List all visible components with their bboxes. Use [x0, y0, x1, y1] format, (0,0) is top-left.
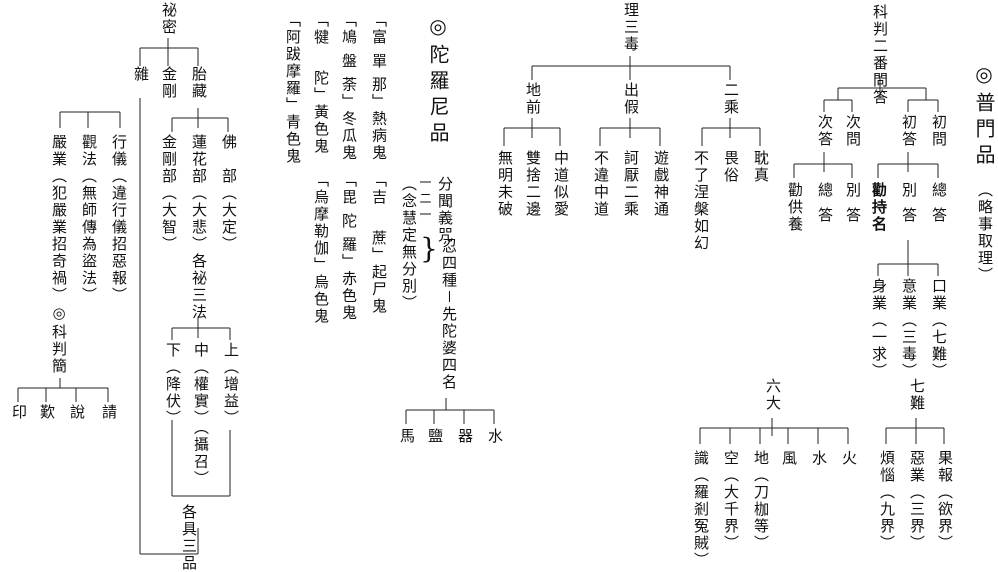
- first-question: 初問: [930, 114, 948, 148]
- urge-offering: 勸供養: [786, 182, 804, 233]
- ren-line: 忍四種－先陀婆四名: [440, 238, 458, 392]
- brace-mark: }: [420, 232, 438, 265]
- chujia-3: 不違中道: [592, 150, 610, 218]
- pumen-note: （略事取理）: [976, 182, 994, 284]
- vajra-division: 金剛部（大智）: [160, 134, 178, 253]
- dichian-1: 中道似愛: [552, 150, 570, 218]
- nianhui-note: （念慧定無分別）: [400, 176, 418, 312]
- ercheng-3: 不了涅槃如幻: [692, 150, 710, 252]
- element-fire: 火: [840, 450, 858, 467]
- ghost-2: 「吉 蔗」起尸鬼: [370, 172, 388, 315]
- lotus-division: 蓮花部（大悲）各祕三法: [190, 134, 208, 321]
- element-water: 水: [810, 450, 828, 467]
- kepan-item-qing: 請: [100, 404, 118, 421]
- fenwen-label: 分聞義咒: [436, 176, 454, 244]
- difficulty-evil-karma: 惡業（三界）: [908, 450, 926, 552]
- chujia-2: 訶厭二乘: [622, 150, 640, 218]
- fenwen-numbers: 一二一: [418, 176, 432, 224]
- ghost-6: 「烏摩勒伽」烏色鬼: [312, 172, 330, 325]
- rite-middle: 中（權實）（攝召）: [192, 342, 210, 488]
- second-general-answer: 總答: [816, 182, 834, 232]
- dichian-3: 無明未破: [496, 150, 514, 218]
- first-specific-answer: 別答: [900, 182, 918, 232]
- taizang-label: 胎藏: [190, 66, 208, 100]
- first-general-answer: 總答: [930, 182, 948, 232]
- second-specific-answer: 別答: [844, 182, 862, 232]
- ghost-5: 「犍 陀」黃色鬼: [312, 12, 330, 155]
- chujia-1: 遊戲神通: [652, 150, 670, 218]
- ghost-1: 「富 單 那」熱病鬼: [370, 12, 388, 162]
- node-ercheng: 二乘: [722, 82, 740, 116]
- ghost-7: 「阿跋摩羅」青色鬼: [284, 12, 302, 165]
- six-elements-label: 六大: [764, 378, 782, 412]
- element-earth: 地（刀枷等）: [752, 450, 770, 552]
- kepan-item-shuo: 說: [68, 404, 86, 421]
- node-chujia: 出假: [622, 82, 640, 116]
- element-consciousness: 識（羅剎冤賊）: [692, 450, 710, 569]
- buddha-division: 佛 部（大定）: [220, 134, 238, 253]
- four-water: 水: [486, 428, 504, 445]
- kepan-simple-label: ◎科判簡: [50, 304, 68, 375]
- four-horse: 馬: [398, 428, 416, 445]
- ghost-4: 「毘 陀 羅」赤色鬼: [340, 172, 358, 322]
- pumen-chapter-title: ◎普門品: [972, 62, 996, 170]
- element-wind: 風: [780, 450, 798, 467]
- mind-karma: 意業（三毒）: [900, 278, 918, 380]
- second-question: 次問: [844, 114, 862, 148]
- rite-lower: 下（降伏）: [164, 342, 182, 427]
- seven-difficulties-label: 七難: [908, 378, 926, 412]
- element-space: 空（大千界）: [722, 450, 740, 552]
- difficulty-afflictions: 煩惱（九界）: [878, 450, 896, 552]
- each-three-grades: 各具三品: [180, 504, 198, 572]
- second-answer: 次答: [816, 114, 834, 148]
- difficulty-retribution: 果報（欲界）: [936, 450, 954, 552]
- dharani-chapter-title: ◎陀羅尼品: [426, 14, 450, 148]
- ercheng-1: 耽真: [752, 150, 770, 184]
- practice-yanye: 嚴業（犯嚴業招奇禍）: [50, 134, 68, 304]
- four-salt: 鹽: [426, 428, 444, 445]
- jingang-label: 金剛: [160, 66, 178, 100]
- misc-label: 雜: [132, 66, 150, 83]
- rite-upper: 上（增益）: [222, 342, 240, 427]
- body-karma: 身業（一求）: [870, 278, 888, 380]
- practice-xingyi: 行儀（違行儀招惡報）: [110, 134, 128, 304]
- speech-karma: 口業（七難）: [930, 278, 948, 380]
- dichian-2: 雙捨二邊: [524, 150, 542, 218]
- practice-guanfa: 觀法（無師傳為盜法）: [80, 134, 98, 304]
- three-poisons-root: 理三毒: [622, 2, 640, 53]
- kepan-item-yin: 印: [10, 404, 28, 421]
- first-answer: 初答: [900, 114, 918, 148]
- four-vessel: 器: [456, 428, 474, 445]
- node-dichian: 地前: [524, 82, 542, 116]
- kepan-item-tan: 歎: [38, 404, 56, 421]
- urge-hold-name: 勸持名: [870, 182, 888, 233]
- ghost-3: 「鳩 盤 荼」冬瓜鬼: [340, 12, 358, 162]
- kepan2-root: 科判二番問答: [871, 4, 889, 106]
- secret-root-label: 祕密: [160, 2, 178, 36]
- ercheng-2: 畏俗: [722, 150, 740, 184]
